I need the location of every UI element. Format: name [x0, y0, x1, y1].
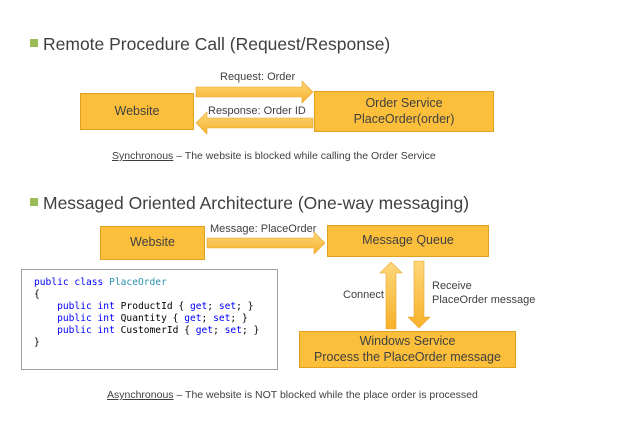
bullet-icon	[30, 39, 38, 48]
code-property-name: ProductId	[120, 301, 173, 312]
code-line-close-brace: }	[34, 337, 40, 348]
message-queue-box: Message Queue	[327, 225, 489, 257]
windows-service-box: Windows Service Process the PlaceOrder m…	[299, 331, 516, 368]
receive-label-line1: Receive	[432, 280, 472, 292]
code-property-name: Quantity	[120, 313, 167, 324]
message-queue-label: Message Queue	[362, 233, 454, 248]
moa-heading-text: Messaged Oriented Architecture (One-way …	[43, 193, 470, 213]
code-keyword: public class	[34, 277, 110, 288]
connect-label: Connect	[343, 289, 384, 301]
code-line-member: public int ProductId { get; set; }	[34, 301, 277, 313]
website-box-moa-label: Website	[130, 235, 175, 250]
code-line-member: public int CustomerId { get; set; }	[34, 325, 277, 337]
request-label: Request: Order	[220, 71, 296, 83]
code-class-name: PlaceOrder	[109, 277, 167, 288]
code-punct: ; }	[230, 313, 248, 324]
response-arrow	[195, 111, 314, 135]
code-punct: ; }	[241, 325, 260, 336]
website-box-moa: Website	[100, 226, 205, 260]
response-label: Response: Order ID	[208, 105, 306, 117]
order-service-title: Order Service	[365, 95, 443, 110]
code-punct: ;	[207, 301, 219, 312]
code-keyword: set	[224, 325, 242, 336]
async-note-term: Asynchronous	[107, 389, 174, 401]
code-snippet: public class PlaceOrder { public int Pro…	[21, 269, 278, 370]
code-keyword: get	[195, 325, 214, 336]
code-punct: ; }	[236, 301, 254, 312]
code-keyword: get	[184, 313, 202, 324]
connect-arrow	[379, 261, 403, 330]
async-note-text: – The website is NOT blocked while the p…	[173, 389, 478, 401]
code-punct: {	[178, 325, 196, 336]
bullet-icon	[30, 198, 38, 207]
order-service-method: PlaceOrder(order)	[353, 111, 455, 126]
sync-note: Synchronous – The website is blocked whi…	[112, 150, 436, 162]
code-punct: ;	[213, 325, 225, 336]
message-arrow	[206, 231, 326, 255]
sync-note-term: Synchronous	[112, 150, 174, 162]
rpc-heading-text: Remote Procedure Call (Request/Response)	[43, 34, 391, 54]
code-line-class: public class PlaceOrder	[34, 277, 277, 289]
sync-note-text: – The website is blocked while calling t…	[173, 150, 436, 162]
order-service-box: Order Service PlaceOrder(order)	[314, 91, 494, 132]
website-box-rpc: Website	[80, 93, 194, 130]
receive-label-line2: PlaceOrder message	[432, 294, 536, 306]
windows-service-desc: Process the PlaceOrder message	[314, 349, 501, 364]
request-arrow	[195, 80, 314, 104]
code-line-open-brace: {	[34, 289, 40, 300]
code-keyword: public int	[34, 301, 121, 312]
message-label: Message: PlaceOrder	[210, 223, 317, 235]
code-keyword: public int	[34, 325, 121, 336]
code-punct: {	[172, 301, 190, 312]
code-keyword: get	[189, 301, 208, 312]
code-keyword: public int	[34, 313, 121, 324]
code-line-member: public int Quantity { get; set; }	[34, 313, 277, 325]
receive-arrow	[407, 260, 431, 329]
code-punct: ;	[201, 313, 214, 324]
code-punct: {	[166, 313, 185, 324]
code-keyword: set	[218, 301, 237, 312]
website-box-rpc-label: Website	[114, 103, 160, 118]
windows-service-title: Windows Service	[359, 333, 456, 348]
async-note: Asynchronous – The website is NOT blocke…	[107, 389, 478, 401]
rpc-heading: Remote Procedure Call (Request/Response)	[30, 34, 390, 55]
code-keyword: set	[213, 313, 231, 324]
code-property-name: CustomerId	[120, 325, 179, 336]
moa-heading: Messaged Oriented Architecture (One-way …	[30, 193, 469, 214]
